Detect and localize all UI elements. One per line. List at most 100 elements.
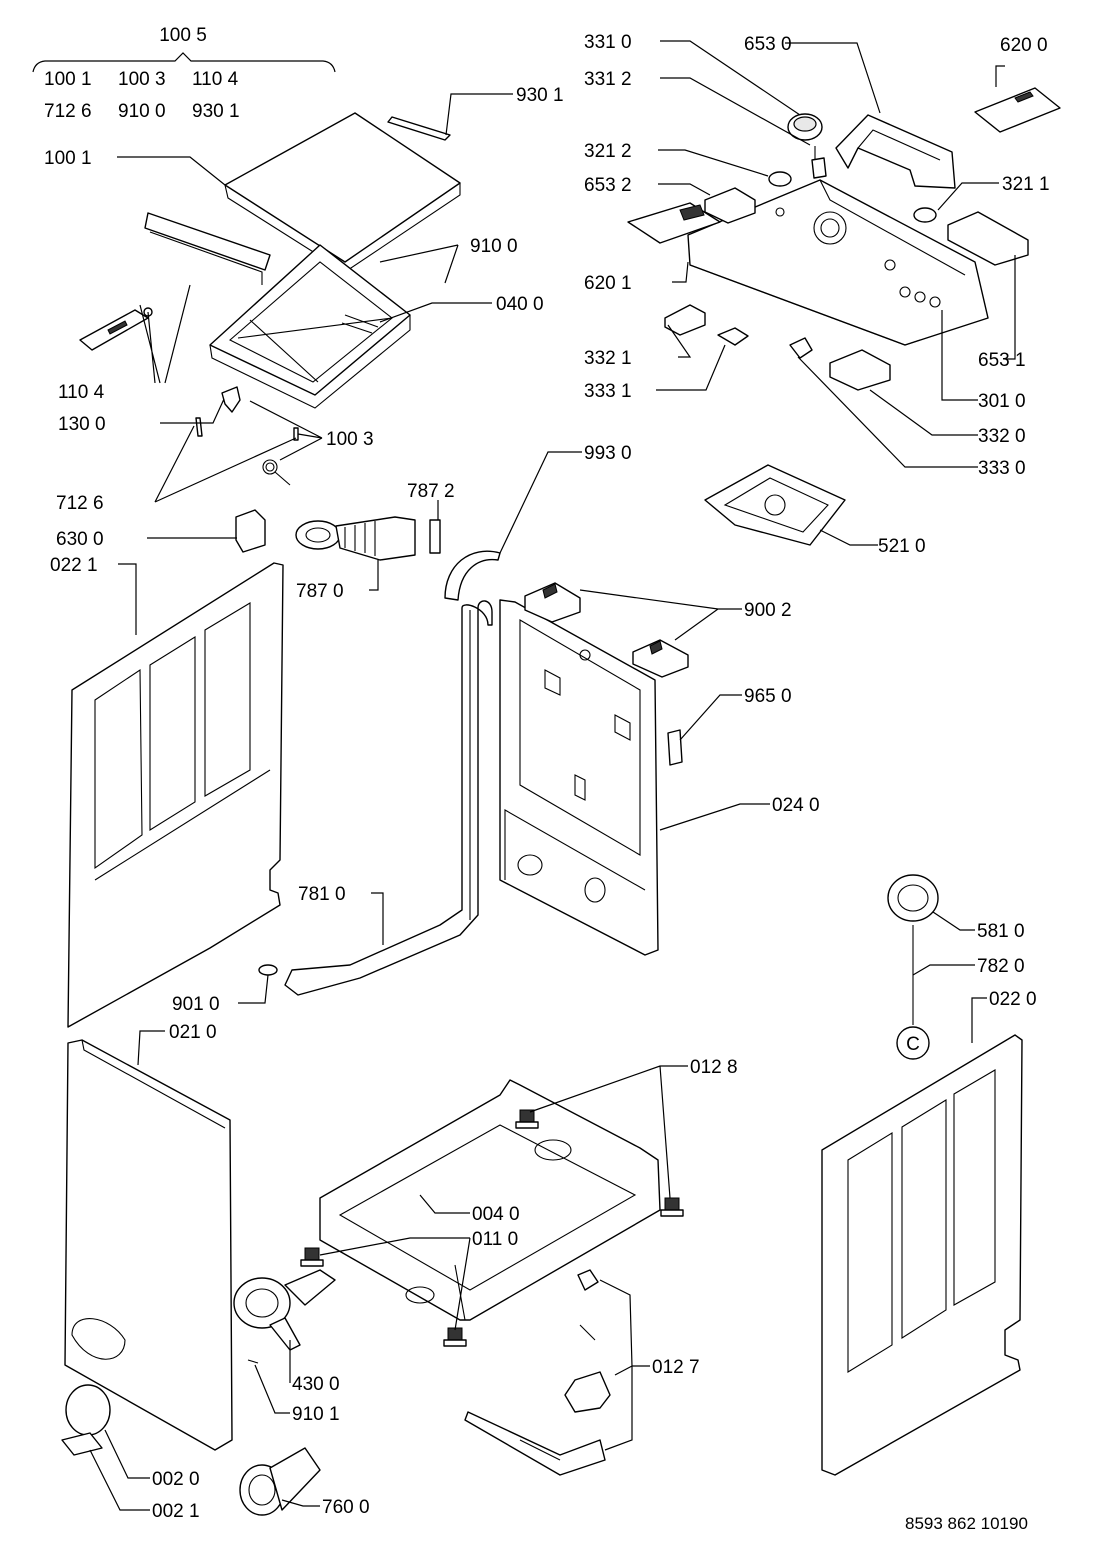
part-label: 002 1 (152, 1501, 200, 1522)
part-label: 130 0 (58, 414, 106, 435)
rod-part-1 (341, 322, 373, 334)
part-label: 653 2 (584, 175, 632, 196)
part-label: 331 2 (584, 69, 632, 90)
foot-part-1 (515, 1109, 539, 1129)
callout-c-label: C (906, 1034, 920, 1055)
part-label: 002 0 (152, 1469, 200, 1490)
group-item-label: 100 1 (44, 69, 92, 90)
pressure-switch-part (887, 874, 939, 922)
part-label: 630 0 (56, 529, 104, 550)
group-item-label: 110 4 (192, 69, 239, 90)
filter-part (239, 1447, 321, 1516)
document-number: 8593 862 10190 (905, 1514, 1028, 1533)
part-label: 021 0 (169, 1022, 217, 1043)
part-label: 930 1 (516, 85, 564, 106)
right-side-panel-part (821, 1034, 1023, 1476)
leader-lines (32, 40, 1016, 1511)
lever-012-7-part (464, 1411, 606, 1476)
part-label: 521 0 (878, 536, 926, 557)
group-item-label: 100 3 (118, 69, 166, 90)
part-label: 910 0 (470, 236, 518, 257)
holder-332-1-part (664, 304, 706, 336)
part-label: 301 0 (978, 391, 1026, 412)
callout-c: C (896, 1026, 930, 1060)
plug-901-part (258, 964, 278, 976)
rod-part-2 (344, 314, 379, 328)
pin-012-7-part (579, 1324, 596, 1341)
screw-910-1-part (247, 1359, 259, 1364)
part-label: 787 2 (407, 481, 455, 502)
part-label: 430 0 (292, 1374, 340, 1395)
front-trim-part (144, 212, 271, 285)
part-label: 781 0 (298, 884, 346, 905)
foot-part-3 (300, 1247, 324, 1267)
part-label: 004 0 (472, 1204, 520, 1225)
group-item-label: 930 1 (192, 101, 240, 122)
part-012-7-a (564, 1371, 611, 1413)
part-label: 332 1 (584, 348, 632, 369)
part-label: 024 0 (772, 795, 820, 816)
hinge-part (221, 386, 241, 413)
group-item-label: 910 0 (118, 101, 166, 122)
connector-965-part (667, 729, 683, 766)
holder-332-0-part (829, 349, 891, 391)
strip-part (387, 116, 451, 141)
part-label: 653 1 (978, 350, 1026, 371)
bracket-653-0-part (835, 114, 956, 189)
part-label: 100 3 (326, 429, 374, 450)
drain-hose-part (284, 550, 501, 996)
pin-part-2 (293, 427, 299, 441)
part-label: 653 0 (744, 34, 792, 55)
rear-frame-part (499, 599, 659, 956)
knob-331-part (787, 113, 823, 141)
pcb-620-1-part (627, 202, 721, 244)
cap-002-1-part (61, 1432, 103, 1456)
part-label: 011 0 (472, 1229, 518, 1250)
tray-521-part (704, 464, 846, 546)
pcb-620-0-part (974, 87, 1061, 133)
part-label: 620 1 (584, 273, 632, 294)
spring-part (262, 459, 291, 486)
part-labels: 100 5 100 1 100 3 110 4 712 6 910 0 930 … (44, 25, 1050, 1522)
button-321-2-part (768, 171, 792, 187)
left-side-panel-part (67, 562, 284, 1028)
part-label: 910 1 (292, 1404, 340, 1425)
part-label: 333 1 (584, 381, 632, 402)
part-label: 333 0 (978, 458, 1026, 479)
part-label: 331 0 (584, 32, 632, 53)
control-panel-part (687, 179, 989, 346)
group-item-label: 712 6 (44, 101, 92, 122)
part-label: 965 0 (744, 686, 792, 707)
clip-630-part (235, 509, 266, 553)
part-label: 620 0 (1000, 35, 1048, 56)
foot-part-4 (443, 1327, 467, 1347)
part-label: 581 0 (977, 921, 1025, 942)
group-header-label: 100 5 (159, 25, 207, 46)
holder-333-1-part (717, 327, 749, 346)
part-label: 022 1 (50, 555, 98, 576)
bellows-hose-part (295, 516, 416, 561)
connector-787-2-part (429, 519, 441, 554)
foot-part-2 (660, 1197, 684, 1217)
part-label: 900 2 (744, 600, 792, 621)
part-label: 993 0 (584, 443, 632, 464)
part-label: 712 6 (56, 493, 104, 514)
holder-333-0-part (789, 337, 813, 359)
part-label: 321 1 (1002, 174, 1050, 195)
part-label: 110 4 (58, 382, 105, 403)
bracket-900-2-part-b (632, 639, 689, 678)
part-label: 760 0 (322, 1497, 370, 1518)
pin-part (195, 417, 203, 437)
part-label: 012 8 (690, 1057, 738, 1078)
knob-331-2-part (811, 157, 827, 179)
part-label: 332 0 (978, 426, 1026, 447)
clip-012-7-part (577, 1269, 599, 1291)
pump-part (233, 1269, 336, 1351)
latch-part (79, 309, 149, 351)
cap-002-0-part (65, 1384, 111, 1436)
base-frame-part (319, 1079, 661, 1321)
holder-653-1-part (947, 211, 1029, 266)
part-label: 787 0 (296, 581, 344, 602)
part-label: 022 0 (989, 989, 1037, 1010)
part-label: 012 7 (652, 1357, 700, 1378)
